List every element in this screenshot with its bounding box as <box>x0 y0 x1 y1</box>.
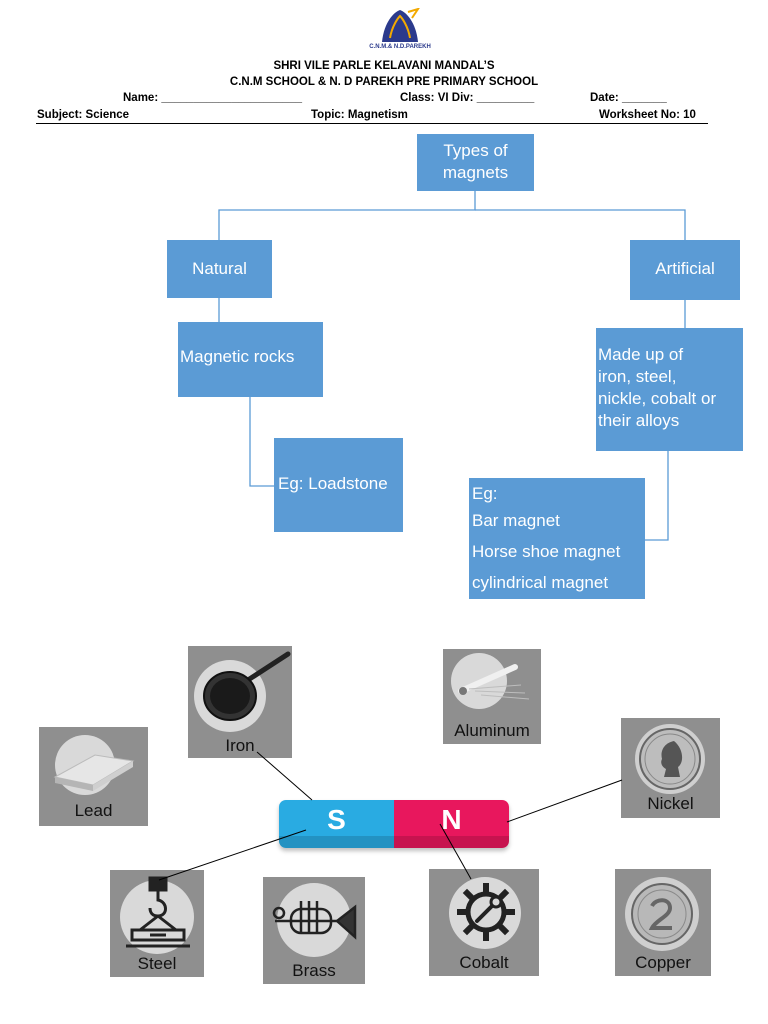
aluminum-label: Aluminum <box>454 721 530 740</box>
magnet-south-pole <box>279 800 394 848</box>
nickel-label: Nickel <box>647 794 694 813</box>
topic-label: Topic: Magnetism <box>311 109 408 121</box>
name-label: Name: ______________________ <box>123 92 303 104</box>
steel-label: Steel <box>137 954 177 973</box>
copper-coin-icon <box>631 883 693 945</box>
trumpet-icon <box>272 901 357 940</box>
class-label: Class: VI Div: _________ <box>400 92 535 104</box>
header-rule <box>36 123 708 124</box>
magnet-north-pole <box>394 800 509 848</box>
types-of-magnets-box: Types of magnets <box>417 134 534 191</box>
iron-tile: Iron <box>188 646 292 758</box>
lead-tile: Lead <box>39 727 148 826</box>
cobalt-tile: Cobalt <box>429 869 539 976</box>
school-logo <box>382 8 420 42</box>
iron-label: Iron <box>225 736 255 755</box>
aluminum-tile: Aluminum <box>443 649 541 744</box>
subject-label: Subject: Science <box>37 109 130 121</box>
diagram-connectors <box>218 191 686 541</box>
example-bar-magnet: Bar magnet <box>472 511 560 530</box>
brass-label: Brass <box>292 961 336 980</box>
crane-hook-icon <box>126 876 190 948</box>
steel-tile: Steel <box>110 870 204 977</box>
loadstone-box: Eg: Loadstone <box>274 438 403 532</box>
nickel-coin-icon <box>639 728 701 790</box>
worksheet-label: Worksheet No: 10 <box>599 109 696 121</box>
made-up-of-box: Made up of iron, steel, nickle, cobalt o… <box>596 328 743 451</box>
magnetic-rocks-box: Magnetic rocks <box>178 322 323 397</box>
aluminum-rod-icon <box>458 664 530 700</box>
artificial-box: Artificial <box>630 240 740 300</box>
copper-label: Copper <box>635 953 691 972</box>
cobalt-label: Cobalt <box>459 953 509 972</box>
examples-box: Eg: Bar magnet Horse shoe magnet cylindr… <box>469 478 645 599</box>
natural-box: Natural <box>167 240 272 298</box>
copper-tile: Copper <box>615 869 711 976</box>
lead-label: Lead <box>74 801 113 820</box>
south-pole-label: S <box>327 804 346 835</box>
north-pole-label: N <box>441 804 462 835</box>
example-cylindrical-magnet: cylindrical magnet <box>472 573 609 592</box>
school-name: C.N.M SCHOOL & N. D PAREKH PRE PRIMARY S… <box>229 76 539 88</box>
example-horse-shoe-magnet: Horse shoe magnet <box>472 542 621 561</box>
bar-magnet: S N <box>279 800 509 848</box>
brass-tile: Brass <box>263 877 365 984</box>
date-label: Date: _______ <box>590 92 667 104</box>
nickel-tile: Nickel <box>621 718 720 818</box>
school-org: SHRI VILE PARLE KELAVANI MANDAL’S <box>273 60 495 72</box>
lead-ingot-icon <box>53 754 135 791</box>
frying-pan-icon <box>203 651 291 721</box>
examples-label: Eg: <box>472 484 498 503</box>
logo-caption: C.N.M.& N.D.PAREKH <box>369 44 431 50</box>
gear-wrench-icon <box>457 883 515 941</box>
